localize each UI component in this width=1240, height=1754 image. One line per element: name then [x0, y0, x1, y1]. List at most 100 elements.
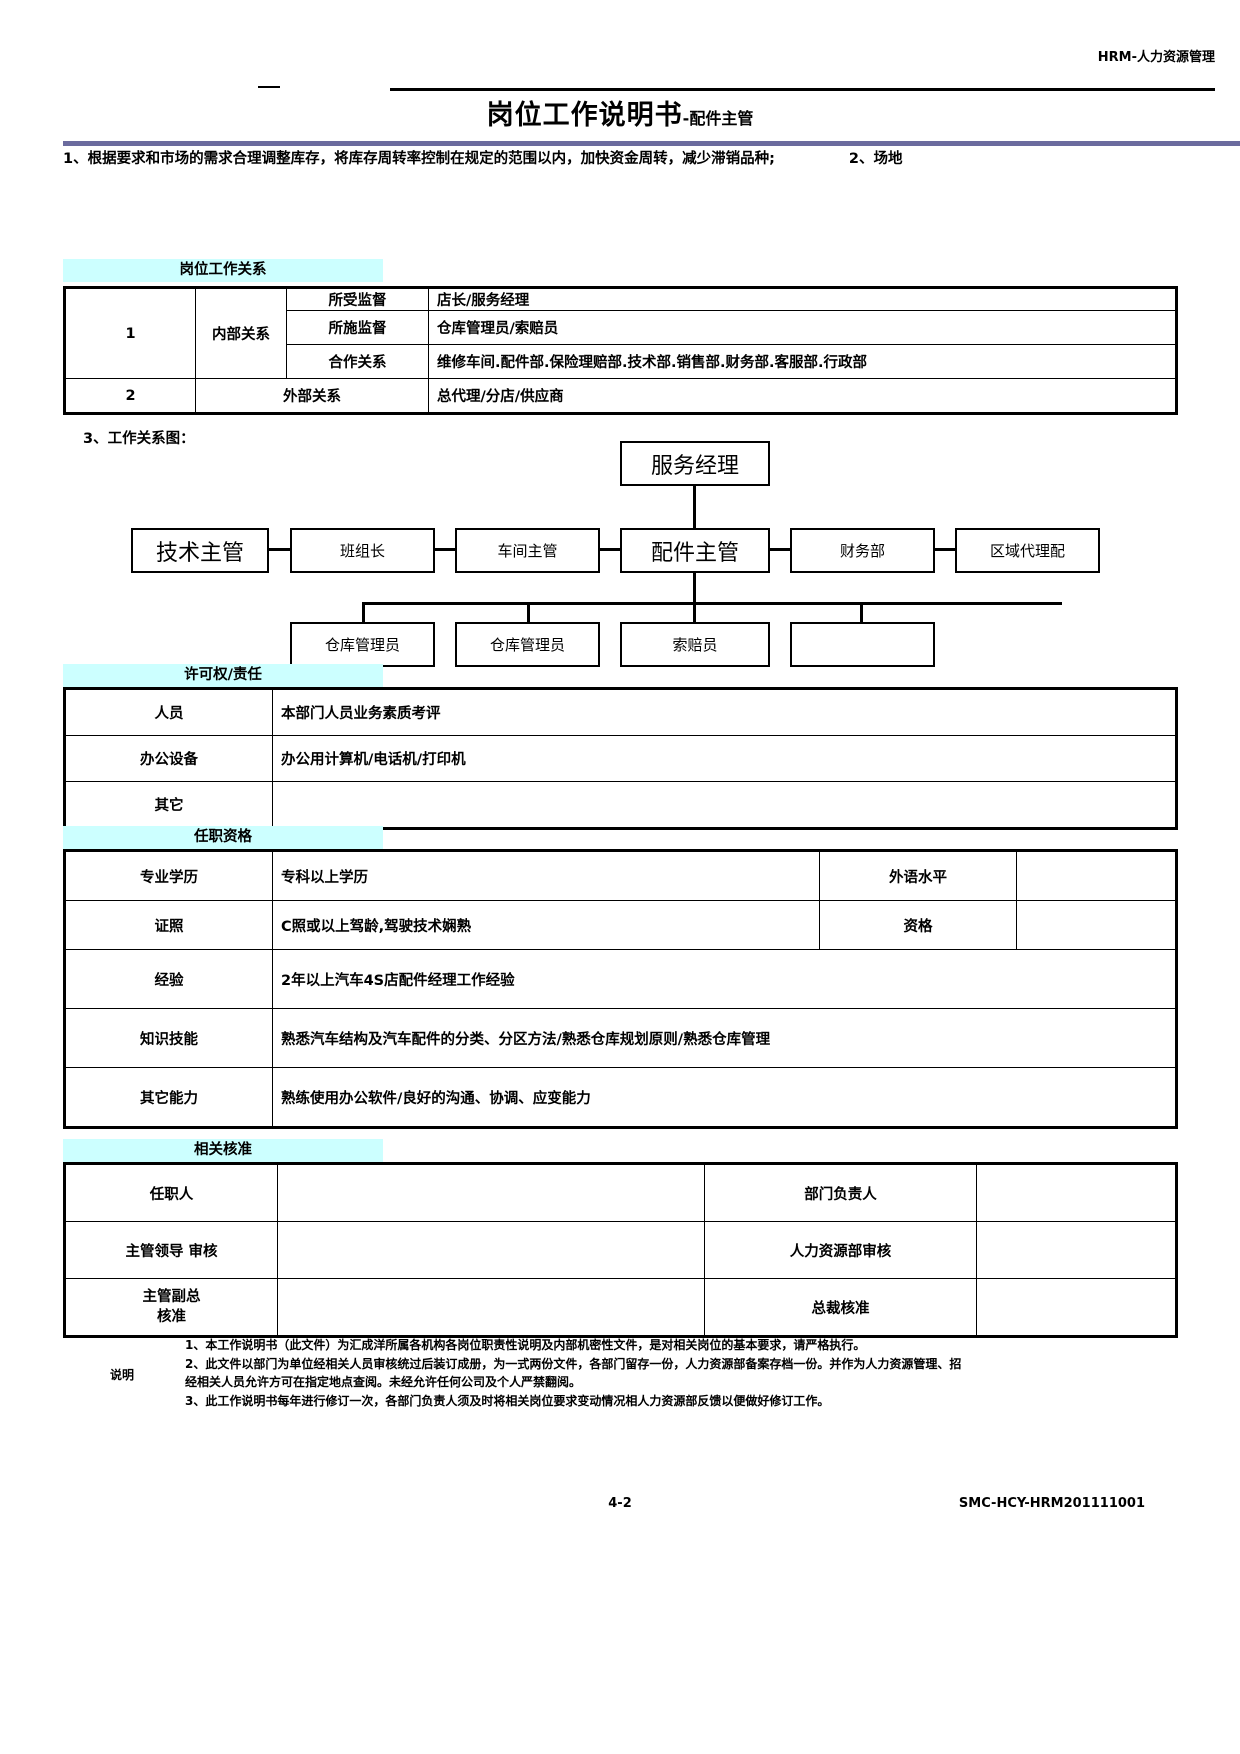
approval-field-left[interactable] [277, 1221, 705, 1279]
relations-row-group: 外部关系 [195, 378, 429, 415]
qualification-value-2 [1016, 849, 1178, 901]
org-connector [435, 548, 455, 551]
org-connector [362, 602, 365, 622]
relations-value: 总代理/分店/供应商 [428, 378, 1178, 415]
accent-bar [63, 141, 1240, 146]
org-node-bottom-2: 索赔员 [620, 622, 770, 667]
footer-document-code: SMC-HCY-HRM201111001 [958, 1496, 1145, 1511]
approval-table: 任职人 部门负责人 主管领导 审核 人力资源部审核 主管副总 核准 总裁核准 [63, 1162, 1178, 1338]
table-row: 主管副总 核准 总裁核准 [63, 1278, 1178, 1338]
relations-key: 所施监督 [286, 310, 429, 345]
document-header-label: HRM-人力资源管理 [1097, 50, 1215, 65]
section-caption-relations: 岗位工作关系 [63, 259, 383, 282]
page-title: 岗位工作说明书-配件主管 [0, 93, 1240, 132]
org-connector [770, 548, 790, 551]
qualification-value: 熟练使用办公软件/良好的沟通、协调、应变能力 [272, 1067, 1178, 1129]
table-row: 专业学历 专科以上学历 外语水平 [63, 849, 1178, 901]
section-caption-qualification: 任职资格 [63, 826, 383, 849]
qualification-table: 专业学历 专科以上学历 外语水平 证照 C照或以上驾龄,驾驶技术娴熟 资格 经验… [63, 849, 1178, 1129]
org-connector [860, 602, 863, 622]
org-connector [935, 548, 955, 551]
permissions-value: 办公用计算机/电话机/打印机 [272, 735, 1178, 782]
approval-field-left[interactable] [277, 1162, 705, 1222]
approval-label-right: 人力资源部审核 [704, 1221, 977, 1279]
diagram-label: 3、工作关系图： [83, 431, 195, 447]
approval-field-right[interactable] [976, 1221, 1178, 1279]
permissions-value: 本部门人员业务素质考评 [272, 687, 1178, 736]
title-rule [390, 88, 1215, 91]
qualification-key-2: 资格 [819, 900, 1017, 950]
qualification-key-2: 外语水平 [819, 849, 1017, 901]
approval-field-right[interactable] [976, 1162, 1178, 1222]
relations-row-no: 1 [63, 286, 196, 379]
qualification-key: 证照 [63, 900, 273, 950]
org-connector [269, 548, 290, 551]
permissions-table: 人员 本部门人员业务素质考评 办公设备 办公用计算机/电话机/打印机 其它 [63, 687, 1178, 830]
section-caption-approval: 相关核准 [63, 1139, 383, 1162]
table-row: 所施监督 仓库管理员/索赔员 [65, 310, 1178, 345]
note-line: 经相关人员允许方可在指定地点查阅。未经允许任何公司及个人严禁翻阅。 [185, 1375, 582, 1389]
note-line: 2、此文件以部门为单位经相关人员审核统过后装订成册，为一式两份文件，各部门留存一… [185, 1356, 962, 1371]
title-left-dash [258, 86, 280, 88]
approval-label-left: 任职人 [63, 1162, 278, 1222]
approval-label-left: 主管领导 审核 [63, 1221, 278, 1279]
org-connector [693, 602, 696, 622]
org-node-middle-2: 车间主管 [455, 528, 600, 573]
org-node-bottom-3 [790, 622, 935, 667]
table-row: 2 外部关系 总代理/分店/供应商 [63, 378, 1178, 415]
table-row: 经验 2年以上汽车4S店配件经理工作经验 [63, 949, 1178, 1009]
relations-key: 所受监督 [286, 286, 429, 311]
org-connector [362, 602, 1062, 605]
note-line: 3、此工作说明书每年进行修订一次，各部门负责人须及时将相关岗位要求变动情况相人力… [185, 1393, 830, 1408]
footer-page-number: 4-2 [608, 1496, 632, 1511]
approval-field-left[interactable] [277, 1278, 705, 1338]
section-caption-permissions: 许可权/责任 [63, 664, 383, 687]
intro-line: 1、根据要求和市场的需求合理调整库存，将库存周转率控制在规定的范围以内，加快资金… [63, 147, 1240, 168]
org-connector [527, 602, 530, 622]
qualification-key: 知识技能 [63, 1008, 273, 1068]
org-chart: 服务经理 技术主管 班组长 车间主管 配件主管 财务部 区域代理配 仓库管理员 … [0, 436, 1240, 667]
relations-table: 1 内部关系 所受监督 店长/服务经理 所施监督 仓库管理员/索赔员 合作关系 … [63, 286, 1178, 415]
org-node-middle-5: 区域代理配 [955, 528, 1100, 573]
org-node-middle-0: 技术主管 [131, 528, 269, 573]
org-connector [693, 573, 696, 603]
qualification-value: C照或以上驾龄,驾驶技术娴熟 [272, 900, 820, 950]
intro-item-2: 2、场地 [848, 151, 903, 167]
permissions-key: 人员 [63, 687, 273, 736]
qualification-key: 其它能力 [63, 1067, 273, 1129]
permissions-key: 办公设备 [63, 735, 273, 782]
table-row: 主管领导 审核 人力资源部审核 [63, 1221, 1178, 1279]
permissions-key: 其它 [63, 781, 273, 830]
relations-value: 仓库管理员/索赔员 [428, 310, 1178, 345]
table-row: 合作关系 维修车间.配件部.保险理赔部.技术部.销售部.财务部.客服部.行政部 [65, 344, 1178, 379]
table-row: 知识技能 熟悉汽车结构及汽车配件的分类、分区方法/熟悉仓库规划原则/熟悉仓库管理 [63, 1008, 1178, 1068]
relations-value: 店长/服务经理 [428, 286, 1178, 311]
approval-field-right[interactable] [976, 1278, 1178, 1338]
note-line: 1、本工作说明书（此文件）为汇成洋所属各机构各岗位职责性说明及内部机密性文件，是… [185, 1338, 866, 1352]
qualification-key: 经验 [63, 949, 273, 1009]
qualification-value: 熟悉汽车结构及汽车配件的分类、分区方法/熟悉仓库规划原则/熟悉仓库管理 [272, 1008, 1178, 1068]
table-row: 其它能力 熟练使用办公软件/良好的沟通、协调、应变能力 [63, 1067, 1178, 1129]
org-connector [600, 548, 620, 551]
relations-value: 维修车间.配件部.保险理赔部.技术部.销售部.财务部.客服部.行政部 [428, 344, 1178, 379]
org-node-bottom-1: 仓库管理员 [455, 622, 600, 667]
table-row: 1 内部关系 所受监督 店长/服务经理 [63, 286, 1178, 379]
org-node-middle-1: 班组长 [290, 528, 435, 573]
relations-key: 合作关系 [286, 344, 429, 379]
org-node-top: 服务经理 [620, 441, 770, 486]
table-row: 任职人 部门负责人 [63, 1162, 1178, 1222]
qualification-value-2 [1016, 900, 1178, 950]
relations-row-group: 内部关系 [195, 286, 287, 379]
qualification-key: 专业学历 [63, 849, 273, 901]
qualification-value: 2年以上汽车4S店配件经理工作经验 [272, 949, 1178, 1009]
table-row: 办公设备 办公用计算机/电话机/打印机 [63, 735, 1178, 782]
notes-block: 1、本工作说明书（此文件）为汇成洋所属各机构各岗位职责性说明及内部机密性文件，是… [185, 1336, 1230, 1410]
permissions-value [272, 781, 1178, 830]
table-row: 证照 C照或以上驾龄,驾驶技术娴熟 资格 [63, 900, 1178, 950]
org-node-middle-4: 财务部 [790, 528, 935, 573]
table-row: 人员 本部门人员业务素质考评 [63, 687, 1178, 736]
page-title-suffix: -配件主管 [682, 109, 754, 128]
approval-label-right: 总裁核准 [704, 1278, 977, 1338]
notes-label: 说明 [110, 1368, 135, 1382]
